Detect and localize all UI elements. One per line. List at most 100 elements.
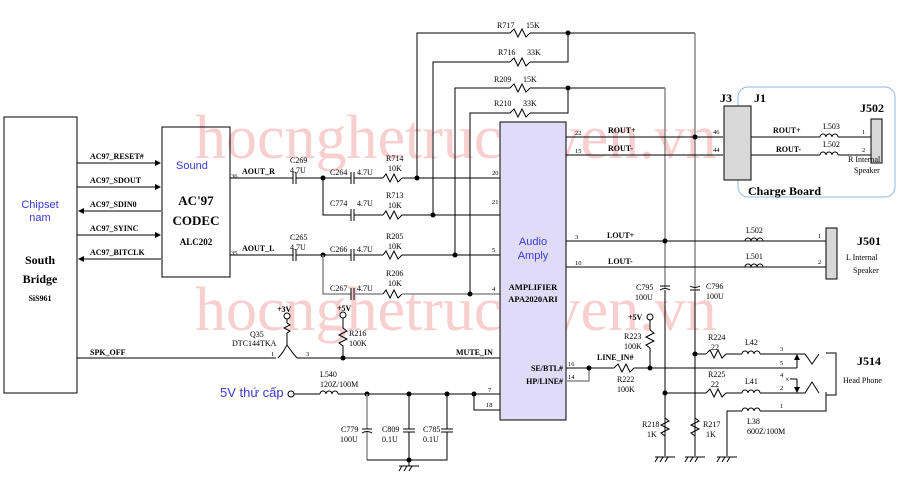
- svg-text:15K: 15K: [526, 21, 540, 30]
- svg-text:10K: 10K: [388, 164, 402, 173]
- svg-text:Bridge: Bridge: [23, 272, 58, 286]
- svg-text:LOUT-: LOUT-: [608, 257, 633, 266]
- svg-text:5V thứ cấp: 5V thứ cấp: [220, 385, 284, 400]
- svg-text:Audio: Audio: [519, 236, 547, 248]
- svg-text:10K: 10K: [388, 201, 402, 210]
- ground-icon: [398, 465, 419, 472]
- svg-text:J501: J501: [857, 234, 881, 248]
- svg-text:100K: 100K: [617, 385, 635, 394]
- svg-text:33K: 33K: [527, 48, 541, 57]
- svg-text:4.7U: 4.7U: [357, 284, 373, 293]
- ac97-codec-block: Sound AC'97 CODEC ALC202: [161, 126, 231, 278]
- svg-text:R713: R713: [386, 191, 403, 200]
- svg-text:4.7U: 4.7U: [357, 199, 373, 208]
- svg-text:L501: L501: [746, 252, 763, 261]
- svg-text:C779: C779: [341, 425, 358, 434]
- svg-text:1K: 1K: [706, 430, 716, 439]
- svg-text:C265: C265: [290, 233, 307, 242]
- svg-text:14: 14: [568, 374, 575, 381]
- svg-text:Q35: Q35: [250, 330, 264, 339]
- headphone-circuit: +5V R223 100K 16 14 LINE_IN# R222 100K R…: [566, 313, 882, 456]
- svg-text:J1: J1: [754, 91, 766, 105]
- svg-text:R225: R225: [708, 370, 725, 379]
- svg-text:3: 3: [575, 234, 578, 241]
- svg-text:7: 7: [488, 387, 492, 394]
- svg-text:R223: R223: [624, 332, 641, 341]
- svg-text:AC97_SDOUT: AC97_SDOUT: [90, 176, 142, 185]
- svg-text:1: 1: [862, 129, 865, 136]
- svg-text:10K: 10K: [388, 279, 402, 288]
- svg-text:46: 46: [713, 129, 720, 136]
- svg-text:100U: 100U: [635, 293, 653, 302]
- svg-text:22: 22: [711, 380, 719, 389]
- svg-text:Chipset: Chipset: [21, 199, 58, 211]
- svg-text:Sound: Sound: [176, 160, 208, 172]
- svg-text:100K: 100K: [624, 342, 642, 351]
- svg-text:C266: C266: [330, 245, 347, 254]
- svg-text:22: 22: [711, 343, 719, 352]
- svg-text:L502: L502: [746, 226, 763, 235]
- svg-text:R Internal: R Internal: [848, 155, 881, 164]
- svg-text:ROUT-: ROUT-: [608, 144, 633, 153]
- svg-text:J514: J514: [857, 354, 881, 368]
- svg-text:C267: C267: [330, 284, 347, 293]
- svg-text:South: South: [25, 253, 55, 267]
- svg-text:CODEC: CODEC: [173, 213, 220, 228]
- svg-text:L41: L41: [745, 377, 758, 386]
- svg-text:L540: L540: [320, 370, 337, 379]
- svg-text:5: 5: [492, 247, 495, 254]
- ac97-bus: AC97_RESET# AC97_SDOUT AC97_SDIN0 AC97_S…: [77, 152, 161, 262]
- svg-text:+5V: +5V: [337, 304, 352, 313]
- svg-text:100U: 100U: [706, 292, 724, 301]
- svg-text:2: 2: [818, 259, 821, 266]
- svg-text:R210: R210: [494, 99, 511, 108]
- svg-text:R716: R716: [498, 48, 515, 57]
- svg-text:ROUT+: ROUT+: [608, 126, 636, 135]
- svg-text:20: 20: [492, 170, 499, 177]
- svg-text:5: 5: [780, 360, 783, 367]
- svg-text:R224: R224: [708, 333, 725, 342]
- amplifier-block: Audio Amply AMPLIFIER APA2020ARI SE/BTL#…: [499, 121, 567, 421]
- svg-text:C774: C774: [330, 199, 347, 208]
- watermark: hocnghetructuyen.vn hocnghetructuyen.vn: [195, 104, 717, 344]
- svg-text:DTC144TKA: DTC144TKA: [232, 339, 277, 348]
- svg-text:AOUT_R: AOUT_R: [242, 167, 275, 176]
- svg-text:21: 21: [492, 199, 499, 206]
- output-caps: C795 100U C796 100U: [635, 282, 724, 456]
- svg-text:16: 16: [568, 361, 575, 368]
- svg-text:R216: R216: [349, 329, 366, 338]
- ground-symbols: [398, 456, 737, 472]
- svg-text:4.7U: 4.7U: [357, 245, 373, 254]
- svg-text:R717: R717: [497, 21, 514, 30]
- svg-text:4.7U: 4.7U: [290, 166, 306, 175]
- svg-text:44: 44: [713, 147, 720, 154]
- svg-text:Head Phone: Head Phone: [843, 376, 882, 385]
- svg-text:0.1U: 0.1U: [423, 435, 439, 444]
- svg-text:10K: 10K: [388, 242, 402, 251]
- svg-text:Amply: Amply: [518, 250, 549, 262]
- svg-text:LOUT+: LOUT+: [607, 231, 635, 240]
- svg-text:C795: C795: [636, 283, 653, 292]
- charge-board: J3 J1 Charge Board ROUT+ ROUT- L503 L502…: [720, 86, 896, 198]
- svg-text:C809: C809: [382, 425, 399, 434]
- svg-text:+3V: +3V: [277, 305, 292, 314]
- svg-text:1K: 1K: [647, 430, 657, 439]
- svg-text:nam: nam: [29, 212, 50, 224]
- svg-text:Charge Board: Charge Board: [748, 184, 821, 198]
- svg-text:R222: R222: [617, 375, 634, 384]
- svg-text:J502: J502: [860, 101, 884, 115]
- no-connect-mark: ×: [785, 375, 790, 384]
- svg-text:36: 36: [231, 173, 238, 180]
- svg-text:2: 2: [780, 385, 783, 392]
- svg-text:Speaker: Speaker: [853, 266, 879, 275]
- svg-text:LINE_IN#: LINE_IN#: [597, 353, 633, 362]
- ground-icon: [684, 456, 705, 463]
- svg-text:600Z/100M: 600Z/100M: [747, 427, 785, 436]
- svg-text:Speaker: Speaker: [854, 166, 880, 175]
- svg-text:22: 22: [575, 130, 582, 137]
- svg-text:2: 2: [862, 147, 865, 154]
- svg-text:hocnghetructuyen.vn: hocnghetructuyen.vn: [195, 104, 717, 172]
- svg-text:HP/LINE#: HP/LINE#: [526, 377, 563, 386]
- svg-text:hocnghetructuyen.vn: hocnghetructuyen.vn: [195, 276, 717, 344]
